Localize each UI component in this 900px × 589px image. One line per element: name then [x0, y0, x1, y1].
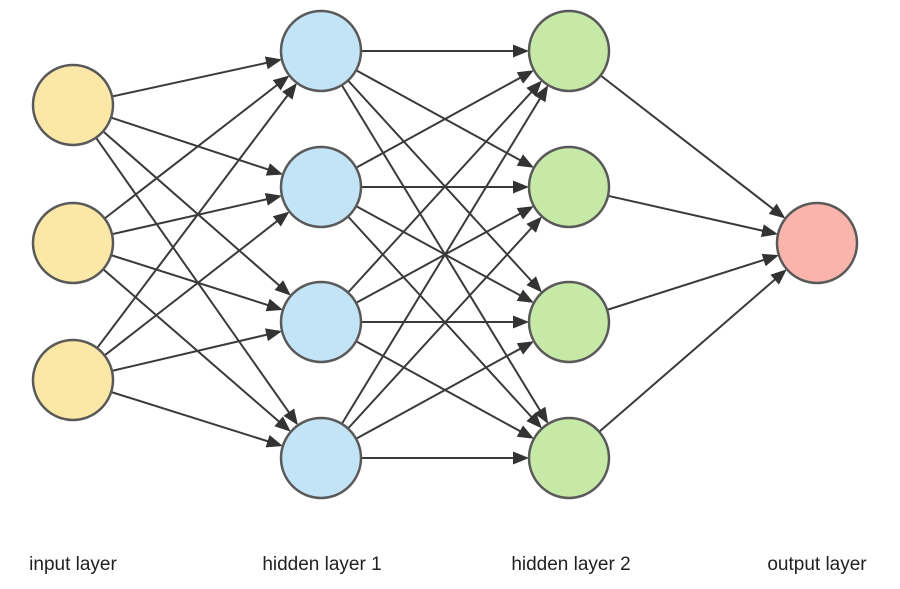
connection-edge	[110, 116, 275, 173]
connection-arrowhead	[272, 211, 290, 227]
connection-arrowhead	[513, 451, 529, 465]
connection-edge	[355, 69, 527, 165]
connection-arrowhead	[264, 328, 283, 342]
node-hidden2-3	[527, 280, 611, 364]
nodes-group	[31, 9, 859, 500]
connection-arrowhead	[265, 435, 283, 448]
layer-label-input: input layer	[29, 554, 117, 575]
connection-edge	[96, 89, 293, 349]
connection-edge	[110, 254, 275, 309]
connection-edge	[347, 86, 537, 294]
connection-arrowhead	[516, 289, 534, 303]
connection-edge	[355, 209, 527, 304]
connection-arrowhead	[516, 425, 534, 439]
connection-edge	[598, 274, 781, 433]
connection-arrowhead	[516, 154, 534, 168]
connection-arrowhead	[283, 408, 299, 426]
connection-arrowhead	[513, 44, 529, 58]
connection-edge	[606, 256, 771, 311]
node-hidden1-2	[279, 145, 363, 229]
node-hidden1-3	[279, 280, 363, 364]
connection-arrowhead	[534, 85, 549, 103]
connection-arrowhead	[760, 224, 778, 238]
connection-arrowhead	[516, 206, 534, 220]
connection-edge	[355, 340, 527, 436]
connection-arrowhead	[513, 180, 529, 194]
arrowheads-group	[264, 44, 787, 465]
connection-edge	[111, 196, 274, 236]
node-input-1	[31, 63, 115, 147]
connection-arrowhead	[534, 406, 549, 424]
node-hidden1-1	[279, 9, 363, 93]
node-hidden2-2	[527, 145, 611, 229]
connection-edge	[110, 391, 275, 445]
connection-arrowhead	[768, 203, 786, 219]
connection-edge	[347, 215, 537, 423]
connection-edge	[111, 332, 274, 372]
node-hidden1-4	[279, 416, 363, 500]
connection-edge	[340, 92, 545, 425]
node-hidden2-1	[527, 9, 611, 93]
connection-arrowhead	[516, 70, 534, 84]
edges-group	[95, 50, 781, 459]
connection-edge	[347, 79, 537, 287]
node-input-2	[31, 201, 115, 285]
connection-arrowhead	[761, 253, 779, 267]
layer-labels-group: input layer hidden layer 1 hidden layer 2 o…	[29, 554, 867, 575]
connection-edge	[355, 344, 527, 440]
connection-edge	[600, 74, 780, 214]
connection-arrowhead	[265, 298, 283, 312]
connection-arrowhead	[265, 163, 284, 176]
layer-label-hidden2: hidden layer 2	[511, 554, 630, 575]
connection-arrowhead	[264, 56, 282, 70]
connection-arrowhead	[513, 315, 529, 329]
connection-edge	[355, 73, 527, 169]
connection-edge	[340, 84, 545, 417]
node-input-3	[31, 338, 115, 422]
connection-arrowhead	[272, 75, 290, 91]
connection-arrowhead	[526, 412, 542, 429]
connection-arrowhead	[526, 276, 542, 293]
connection-arrowhead	[770, 269, 787, 285]
node-output-1	[775, 201, 859, 285]
connection-edge	[355, 205, 527, 300]
connection-edge	[104, 80, 284, 220]
node-hidden2-4	[527, 416, 611, 500]
connection-arrowhead	[274, 280, 291, 296]
connection-edge	[607, 194, 770, 234]
layer-label-hidden1: hidden layer 1	[262, 554, 381, 575]
connection-edge	[111, 60, 274, 98]
connection-arrowhead	[526, 216, 542, 233]
connection-arrowhead	[264, 192, 282, 206]
connection-edge	[95, 137, 294, 419]
connection-edge	[102, 268, 285, 427]
connection-edge	[103, 216, 284, 357]
connection-arrowhead	[516, 341, 534, 355]
layer-label-output: output layer	[767, 554, 867, 575]
connection-edge	[347, 222, 537, 430]
connection-edge	[102, 130, 285, 291]
connection-arrowhead	[274, 416, 291, 432]
connection-arrowhead	[282, 82, 297, 100]
connection-arrowhead	[526, 80, 542, 97]
